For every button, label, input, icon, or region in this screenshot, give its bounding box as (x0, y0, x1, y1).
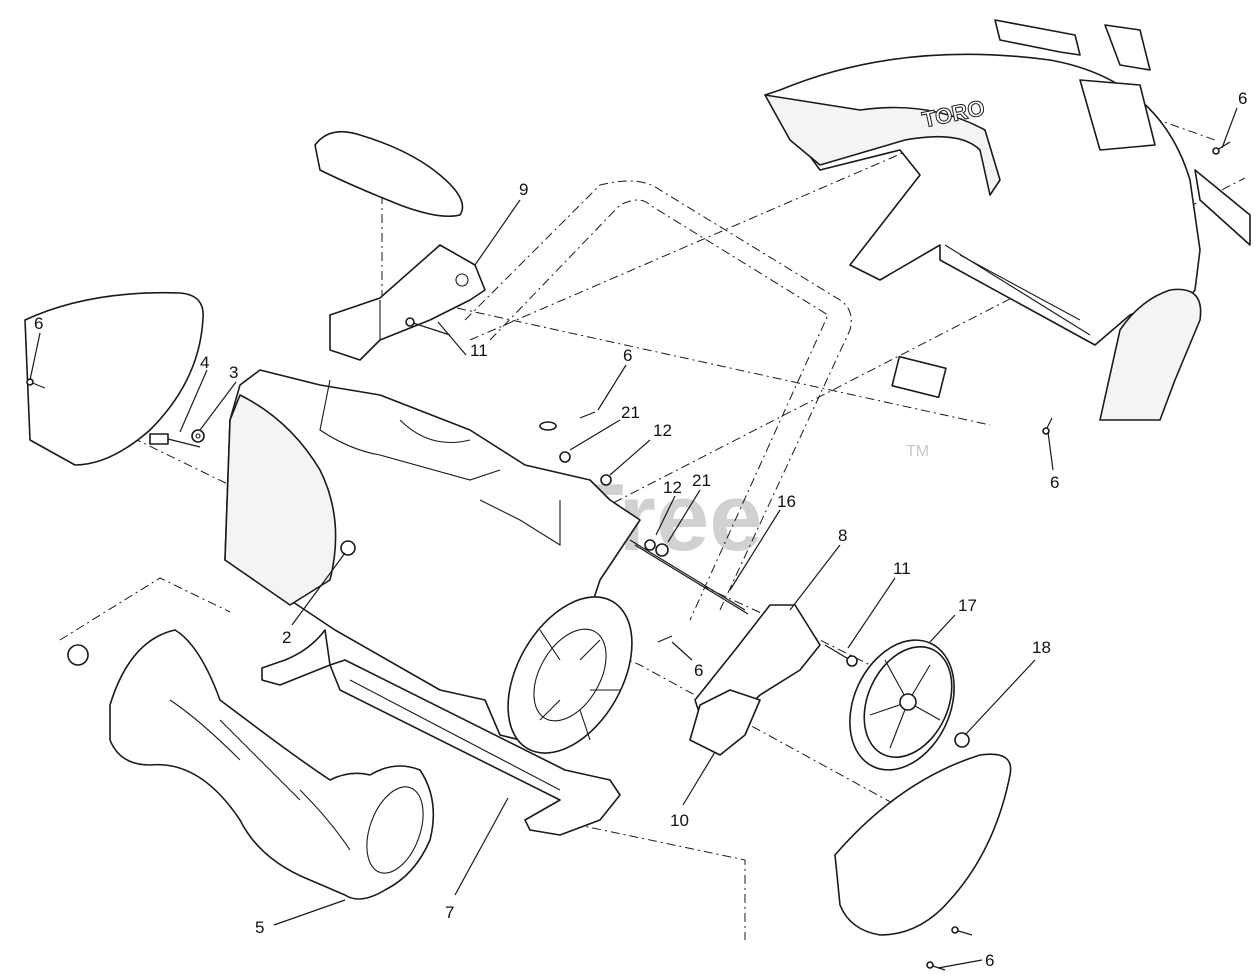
washer-icon (191, 429, 205, 443)
handle-assembly: TORO (764, 19, 1251, 435)
callout-6-bracket: 6 (694, 661, 703, 680)
front-shield (261, 629, 331, 686)
decal-block (891, 355, 947, 399)
callout-6-bottom: 6 (985, 951, 994, 970)
callout-11-top: 11 (470, 341, 488, 360)
screw-icon (579, 411, 596, 419)
callout-5: 5 (255, 918, 264, 937)
bolt-icon (149, 433, 201, 448)
screw-icon (951, 926, 973, 936)
callout-10: 10 (670, 811, 689, 830)
side-plate (689, 689, 761, 756)
axle-shaft (629, 539, 749, 615)
callout-6-left: 6 (34, 314, 43, 333)
drive-shroud (507, 596, 633, 754)
callout-12-mid: 12 (663, 478, 682, 497)
callout-8: 8 (838, 526, 847, 545)
callout-18: 18 (1032, 638, 1051, 657)
clip-icon (539, 421, 557, 431)
wheel (849, 639, 970, 771)
callouts: 6 4 3 9 11 6 21 12 12 21 16 8 11 17 18 2… (34, 89, 1247, 970)
screw-icon (926, 961, 946, 971)
screw-icon (657, 635, 673, 643)
nut-icon (644, 539, 656, 551)
callout-6-top-right: 6 (1238, 89, 1247, 108)
callout-21-mid: 21 (692, 471, 711, 490)
callout-9: 9 (519, 180, 528, 199)
callout-11-right: 11 (893, 559, 911, 578)
nut-icon (600, 474, 612, 486)
watermark-trademark: TM (906, 443, 929, 460)
right-side-cover (834, 753, 1012, 936)
callout-21-top: 21 (621, 403, 640, 422)
screw-icon (1212, 141, 1231, 155)
hardware-items (26, 378, 973, 971)
screw-icon (1042, 417, 1053, 435)
callout-16: 16 (777, 492, 796, 511)
wheel-cap (954, 732, 970, 748)
callout-6-right: 6 (1050, 473, 1059, 492)
callout-17: 17 (958, 596, 977, 615)
leader-lines (29, 107, 1238, 969)
callout-4: 4 (200, 353, 209, 372)
callout-3: 3 (229, 363, 238, 382)
auger (67, 629, 435, 900)
nut-icon (559, 451, 571, 463)
callout-6-mid: 6 (623, 346, 632, 365)
scraper-bar (329, 659, 621, 836)
left-side-cover (24, 291, 204, 466)
callout-12-top: 12 (653, 421, 672, 440)
callout-7: 7 (445, 903, 454, 922)
wheel-bolt (824, 644, 858, 667)
handle-bolt (405, 317, 451, 336)
handle-grip-pad (314, 130, 464, 218)
control-bracket (329, 244, 486, 361)
callout-2: 2 (282, 628, 291, 647)
clip-icon (655, 543, 669, 557)
